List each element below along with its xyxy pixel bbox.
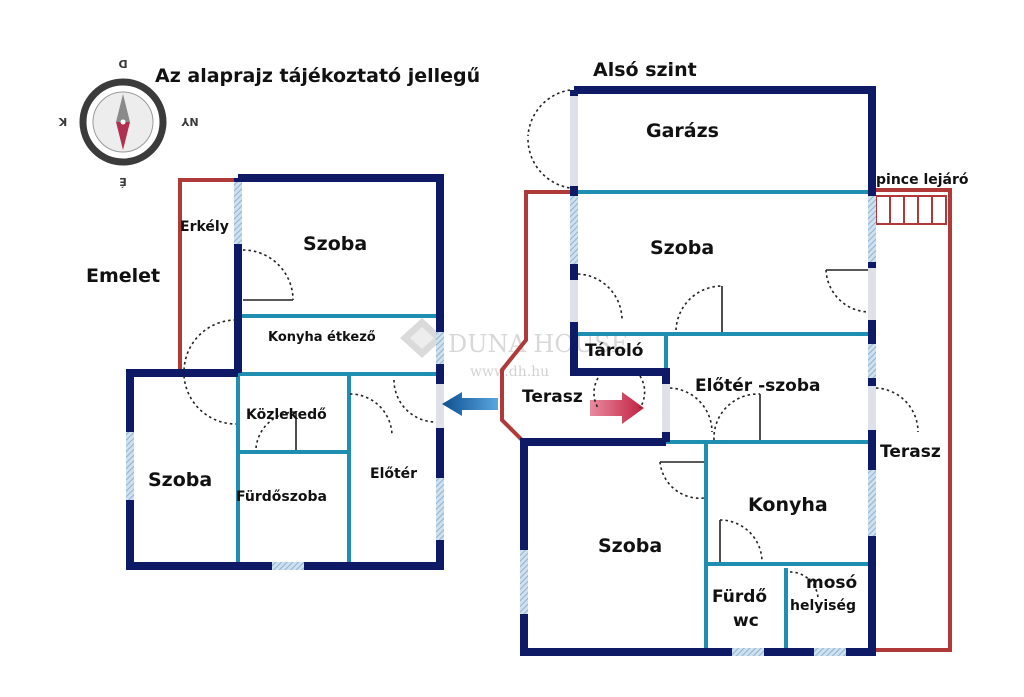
lower-level-title: Alsó szint [593,59,697,81]
upper-room-top: Szoba [303,233,367,255]
lower-terrace-left: Terasz [522,387,583,407]
lower-room-laundry-line1: mosó [806,573,857,593]
upper-room-hall: Előtér [370,466,417,482]
lower-windows [520,96,876,656]
lower-room-kitchen: Konyha [748,494,828,516]
lower-room-top: Szoba [650,237,714,259]
upper-room-kitchen: Konyha étkező [268,330,376,345]
lower-room-garage: Garázs [646,120,719,142]
compass-east: NY [180,115,198,128]
lower-floor: Garázs pince lejáró Szoba Tároló Terasz … [500,86,969,656]
lower-room-hall: Előtér -szoba [695,376,820,396]
lower-room-bath-line1: Fürdő [712,587,767,607]
upper-windows [126,182,444,570]
compass-needle-icon [116,94,130,150]
terrace-right-outline [872,188,952,652]
watermark-url: www.dh.hu [470,364,549,380]
entrance-arrow-right-icon [590,392,644,424]
upper-room-corridor: Közlekedő [246,407,327,423]
lower-room-bottom: Szoba [598,535,662,557]
upper-level-title: Emelet [86,265,160,287]
entrance-arrow-left-icon [442,392,498,416]
compass-south: É [119,175,127,188]
lower-room-laundry-line2: helyiség [790,598,856,614]
balcony-outline [178,178,238,374]
lower-terrace-right: Terasz [880,442,941,462]
compass: D É NY K [58,57,198,188]
watermark-logo-icon [400,318,444,358]
lower-room-bath-line2: wc [733,611,759,631]
plan-note: Az alaprajz tájékoztató jellegű [155,65,480,87]
compass-west: K [58,115,67,128]
lower-room-storage: Tároló [585,341,643,361]
lower-basement-stair-label: pince lejáró [876,172,969,188]
lower-doors [527,89,919,599]
upper-room-left: Szoba [148,469,212,491]
upper-room-balcony: Erkély [180,219,229,235]
upper-inner-walls [236,314,440,563]
basement-stair-icon [875,195,947,225]
upper-doors [183,249,437,450]
compass-north: D [118,57,127,70]
upper-floor: Erkély Szoba Konyha étkező Közlekedő Szo… [126,174,444,570]
lower-inner-walls [574,190,872,652]
upper-room-bathroom: Fürdőszoba [236,489,327,505]
